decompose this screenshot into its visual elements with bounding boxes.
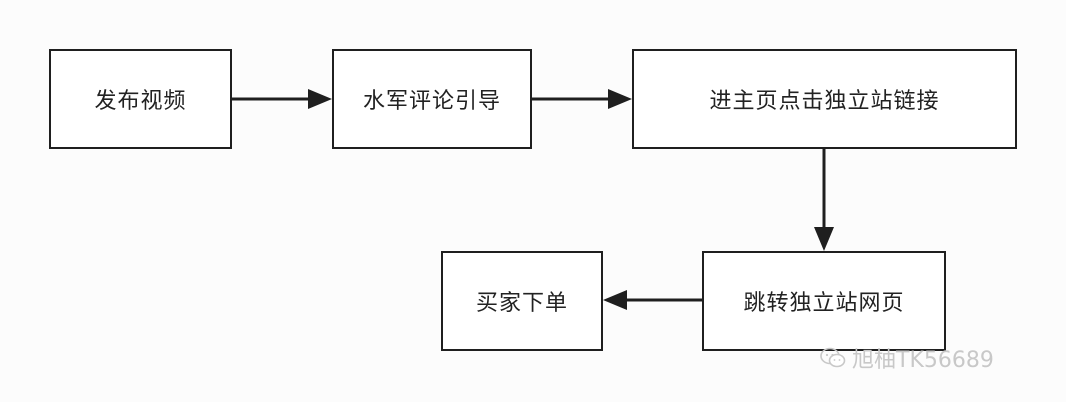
edge-homepage-jump (814, 149, 834, 251)
wechat-icon (820, 347, 846, 368)
edge-publish-guide (232, 89, 332, 109)
node-buyer-order-label: 买家下单 (475, 291, 568, 316)
watermark-text: 旭柚TK56689 (852, 348, 994, 373)
node-homepage-link: 进主页点击独立站链接 (632, 49, 1017, 149)
node-comment-guide: 水军评论引导 (332, 49, 532, 149)
node-buyer-order: 买家下单 (441, 251, 603, 351)
node-comment-guide-label: 水军评论引导 (362, 89, 501, 114)
watermark: 旭柚TK56689 (820, 340, 994, 376)
node-homepage-link-label: 进主页点击独立站链接 (709, 89, 940, 114)
node-jump-site-label: 跳转独立站网页 (743, 291, 905, 316)
arrowhead-icon (814, 227, 834, 251)
edge-jump-order (603, 290, 702, 310)
edge-guide-homepage (532, 89, 632, 109)
arrowhead-icon (608, 89, 632, 109)
node-publish-video-label: 发布视频 (94, 89, 187, 114)
arrowhead-icon (603, 290, 627, 310)
node-publish-video: 发布视频 (49, 49, 232, 149)
node-jump-site: 跳转独立站网页 (702, 251, 946, 351)
arrowhead-icon (308, 89, 332, 109)
